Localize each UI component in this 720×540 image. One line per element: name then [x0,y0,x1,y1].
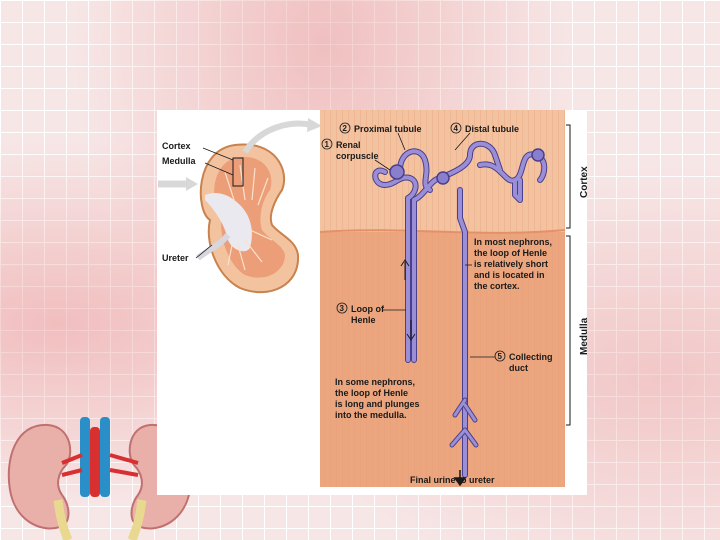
left-renal-vessels [61,453,83,477]
left-arrow-head [186,177,198,191]
renal-corpuscle-label-2: corpuscle [336,151,379,161]
right-ureter [127,499,147,540]
vein-left [80,417,90,497]
pointer-lines [374,132,495,358]
long-loop-line-1: In some nephrons, [335,377,415,387]
short-loop-line-3: is relatively short [474,259,548,269]
kidney-medulla-label: Medulla [162,156,196,166]
cortex-bracket [566,124,571,229]
kidney-ureter-label: Ureter [162,253,189,263]
loop-of-henle-label-2: Henle [351,315,376,325]
collecting-duct-label-1: Collecting [509,352,553,362]
short-loop-line-5: the cortex. [474,281,520,291]
glomerulus-2 [436,171,450,185]
renal-corpuscle-label-1: Renal [336,140,361,150]
zoom-arrow-head [307,118,322,132]
short-loop-line-1: In most nephrons, [474,237,552,247]
zoom-arrow [242,120,313,154]
flow-arrow-down [406,320,416,341]
svg-text:1: 1 [325,140,330,149]
short-loop-line-2: the loop of Henle [474,248,547,258]
long-loop-note: In some nephrons, the loop of Henle is l… [335,377,420,420]
short-loop-line-4: and is located in [474,270,545,280]
final-urine-arrow [453,470,467,487]
final-urine-label: Final urine to ureter [410,475,495,485]
long-loop-line-4: into the medulla. [335,410,407,420]
artery [90,427,100,497]
long-loop-line-3: is long and plunges [335,399,420,409]
kidney-zoom-box [232,157,244,187]
long-loop-line-2: the loop of Henle [335,388,408,398]
left-ureter [53,499,73,540]
vein-right [100,417,110,497]
medulla-region-label: Medulla [579,317,590,355]
medulla-bracket [566,235,571,426]
proximal-tubule-label: Proximal tubule [354,124,422,134]
glomerulus-3 [531,148,545,162]
step-badge-collecting: 5 [494,350,506,362]
ureter-tube [196,233,231,261]
glomerulus-1 [389,164,405,180]
kidney-cross-section [195,143,300,294]
kidney-cortex-label: Cortex [162,141,191,151]
loop-of-henle-label-1: Loop of [351,304,385,314]
distal-tubule-label: Distal tubule [465,124,519,134]
flow-arrow-up [400,259,410,280]
pyramid-lines [224,164,273,271]
svg-text:4: 4 [454,124,459,133]
svg-text:5: 5 [498,352,503,361]
step-badge-loop: 3 [336,302,348,314]
tissue-column [319,110,566,487]
step-badge-corpuscle: 1 [321,138,333,150]
step-badge-proximal: 2 [339,122,351,134]
cortex-region-label: Cortex [579,166,590,198]
short-loop-note: In most nephrons, the loop of Henle is r… [474,237,552,291]
svg-text:3: 3 [340,304,345,313]
step-badge-distal: 4 [450,122,462,134]
right-renal-vessels [109,453,139,477]
collecting-duct-label-2: duct [509,363,528,373]
renal-pelvis [205,193,252,252]
svg-text:2: 2 [343,124,348,133]
